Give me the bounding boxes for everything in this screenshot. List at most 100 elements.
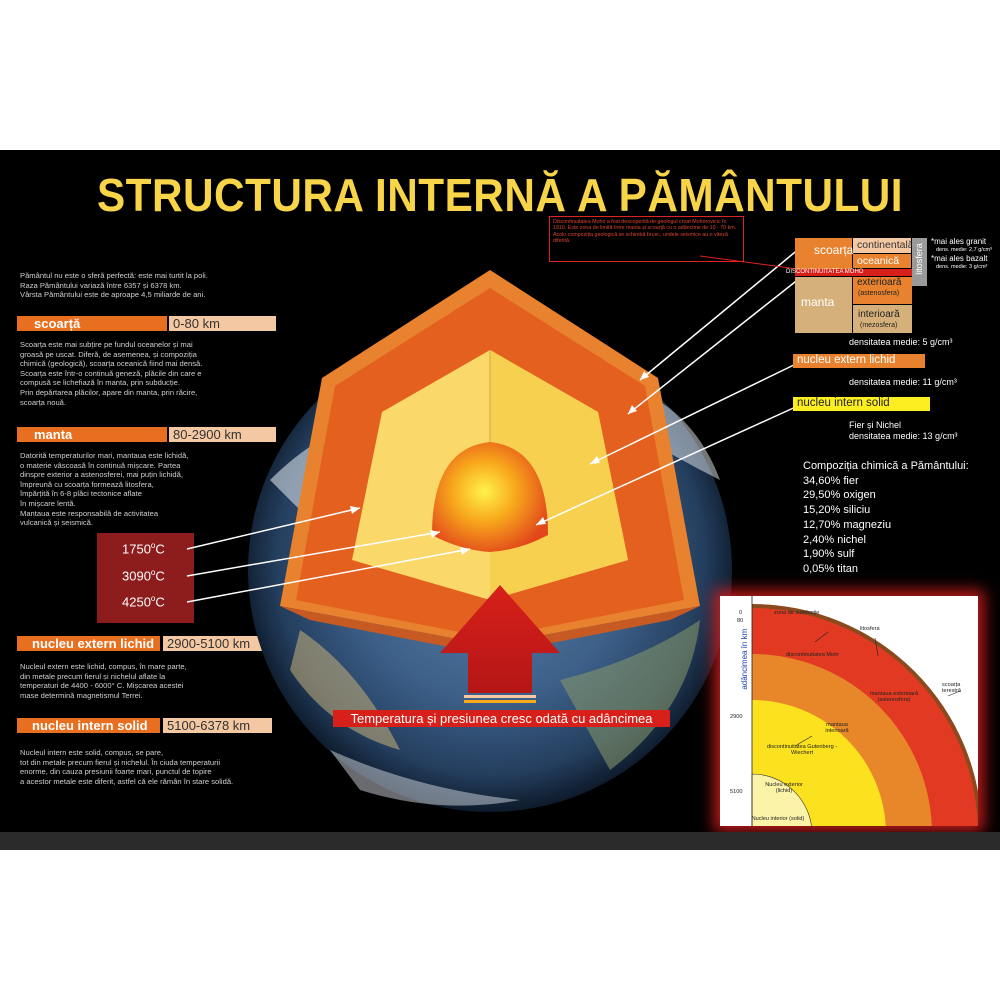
- desc-line: Nucleul intern este solid, compus, se pa…: [20, 748, 164, 757]
- legend-asthenosphere-box: [853, 277, 912, 304]
- arrowhead: [640, 371, 649, 380]
- legend-pointer: [627, 277, 801, 415]
- inset-label-inner-core: Nucleu interior (solid): [751, 816, 805, 822]
- legend-pointer: [589, 361, 801, 465]
- manta-desc: Datorită temperaturilor mari, mantaua es…: [20, 451, 188, 528]
- intern-desc: Nucleul intern este solid, compus, se pa…: [20, 748, 233, 786]
- poster: STRUCTURA INTERNĂ A PĂMÂNTULUI Pământul …: [0, 150, 1000, 850]
- chemistry-item: 29,50% oxigen: [803, 489, 876, 502]
- desc-line: Datorită temperaturilor mari, mantaua es…: [20, 451, 189, 460]
- inset-pointer: [794, 735, 813, 747]
- scoarta-label: scoarță: [17, 316, 167, 331]
- inset-pointer: [947, 690, 961, 697]
- temp-unit: C: [155, 541, 165, 557]
- continent: [560, 620, 700, 770]
- legend-mantle-box: [795, 277, 852, 333]
- legend-granite: *mai ales granit: [931, 237, 987, 246]
- intern-range: 5100-6378 km: [163, 718, 272, 733]
- legend-crust-label: scoarța: [814, 243, 854, 257]
- legend-granite-density: dens. medie: 2,7 g/cm³: [936, 247, 992, 253]
- arrowhead: [590, 456, 600, 464]
- manta-range: 80-2900 km: [169, 427, 276, 442]
- arrowhead: [430, 530, 440, 538]
- desc-line: groasă pe uscat. Diferă, de asemenea, și…: [20, 349, 197, 359]
- desc-line: tot din metale precum fierul și nichelul…: [20, 757, 221, 767]
- temperature-banner: Temperatura și presiunea cresc odată cu …: [333, 710, 670, 727]
- inset-axis-label: adâncimea în km: [739, 628, 749, 690]
- legend-mantle-density: densitatea medie: 5 g/cm³: [849, 337, 953, 347]
- arrowhead: [460, 547, 470, 555]
- inset-label-asthenosphere: mantaua exterioară (astenosfera): [869, 691, 919, 704]
- chemistry-item: 2,40% nichel: [803, 533, 866, 546]
- inset-inner-core: [751, 773, 812, 826]
- legend-moho-box: [795, 269, 913, 276]
- legend-asthenosphere: (astenosfera): [858, 290, 900, 297]
- extern-range: 2900-5100 km: [163, 636, 272, 651]
- inset-label-crust: scoarța terestră: [942, 682, 961, 695]
- arrowhead: [350, 506, 360, 514]
- chemistry-title: Compoziția chimică a Pământului:: [803, 460, 969, 472]
- temperature-box: [97, 533, 194, 623]
- desc-line: o materie vâscoasă în continuă mișcare. …: [20, 460, 181, 470]
- extern-desc: Nucleul extern este lichid, compus, în m…: [20, 662, 187, 700]
- desc-line: Nucleul extern este lichid, compus, în m…: [20, 662, 187, 671]
- bottom-strip: [0, 832, 1000, 850]
- legend-mesosphere-box: [853, 305, 912, 333]
- intro-text: Pământul nu este o sferă perfectă: este …: [20, 271, 208, 300]
- legend-outer-core-box: [793, 354, 925, 368]
- legend-lithosphere-box: [912, 238, 927, 286]
- intro-line: Vârsta Pământului este de aproape 4,5 mi…: [20, 290, 206, 300]
- temp-value: 1750: [122, 541, 151, 557]
- cloud: [330, 750, 520, 806]
- legend-iron-nickel: Fier și Nichel: [849, 420, 902, 430]
- legend-outer-core: nucleu extern lichid: [797, 354, 896, 366]
- legend-continental-box: [853, 238, 911, 253]
- legend-basalt: *mai ales bazalt: [931, 254, 988, 263]
- intro-line: Pământul nu este o sferă perfectă: este …: [20, 271, 208, 280]
- chemistry-item: 0,05% titan: [803, 562, 859, 575]
- inset-label-gutenberg: discontinuitatea Gutenberg - Wiechert: [766, 744, 838, 757]
- legend-moho: DISCONTINUITATEA MOHO: [786, 269, 864, 275]
- temp-pointer: [186, 531, 441, 577]
- arrow-base: [464, 695, 536, 698]
- temp-unit: C: [155, 568, 165, 584]
- desc-line: chimică (geologică), scoarța oceanică fi…: [20, 359, 203, 369]
- earth-diagram: [186, 247, 806, 812]
- inner-core: [432, 442, 548, 552]
- scoarta-desc: Scoarța este mai subțire pe fundul ocean…: [20, 340, 202, 407]
- desc-line: Prin depărtarea plăcilor, apare din mant…: [20, 387, 198, 397]
- legend-continental: continentală: [857, 239, 914, 251]
- desc-line: dinspre exterior a astenosferei, mai puț…: [20, 470, 183, 480]
- legend-exterior: exterioară: [857, 277, 902, 288]
- desc-line: împreună cu scoarța formează litosfera,: [20, 479, 154, 489]
- desc-line: mase determină magnetismul Terrei.: [20, 690, 143, 700]
- legend-interior: interioară: [858, 309, 900, 320]
- arrowhead: [536, 517, 546, 525]
- chemistry-item: 12,70% magneziu: [803, 518, 892, 531]
- chemistry-item: 34,60% fier: [803, 474, 859, 487]
- desc-line: din metale precum fierul și nichelul afl…: [20, 671, 166, 681]
- temp-pointer: [186, 507, 361, 550]
- desc-line: vulcanică și seismică.: [20, 518, 94, 528]
- desc-line: împărțită în 6-8 plăci tectonice aflate: [20, 489, 142, 499]
- arrow-base: [464, 700, 536, 703]
- legend-mesosphere: (mezosfera): [860, 322, 898, 329]
- temp-value: 4250: [122, 594, 151, 610]
- poster-title: STRUCTURA INTERNĂ A PĂMÂNTULUI: [96, 169, 904, 221]
- legend-mantle: manta: [801, 295, 835, 309]
- pressure-arrow: [440, 585, 560, 693]
- legend-oceanic: oceanică: [857, 255, 900, 267]
- temp-3090: 3090oC: [122, 568, 165, 584]
- legend-basalt-density: dens. medie: 3 g/cm³: [936, 264, 988, 270]
- legend-pointer: [535, 404, 801, 526]
- temp-4250: 4250oC: [122, 594, 165, 610]
- chemistry-item: 1,90% sulf: [803, 548, 855, 561]
- legend-outer-core-density: densitatea medie: 11 g/cm³: [849, 377, 957, 387]
- temp-value: 3090: [122, 568, 151, 584]
- legend-inner-core: nucleu intern solid: [797, 397, 890, 409]
- legend-pointer: [639, 247, 801, 381]
- inset-pointer: [874, 637, 879, 657]
- inset-label-mesosphere: mantaua interioară: [825, 722, 849, 735]
- inset-tick: 0: [739, 610, 743, 616]
- moho-note: Discontinuitatea Moho a fost descoperită…: [549, 216, 744, 262]
